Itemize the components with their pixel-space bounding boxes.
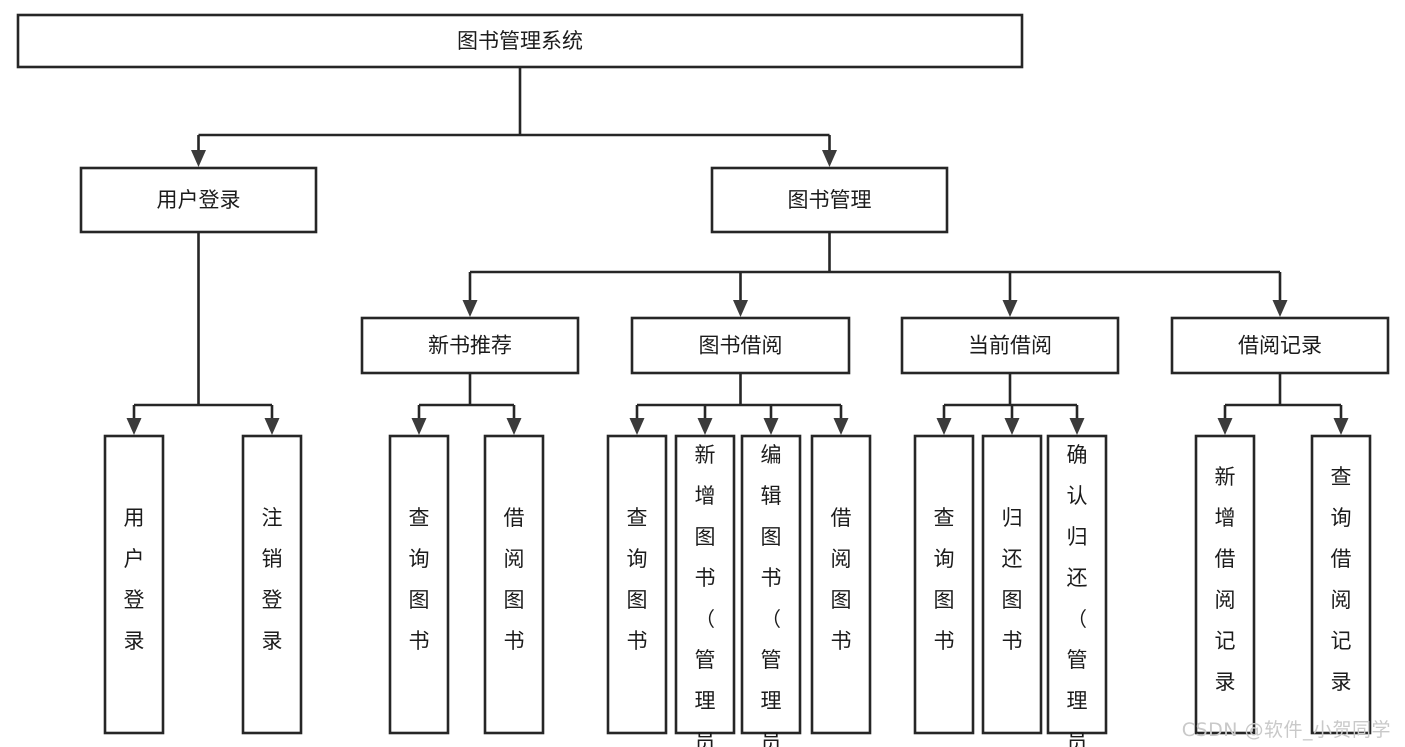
connectors-layer: [126, 67, 1349, 435]
node-level3-0[interactable]: 新书推荐: [360, 316, 580, 375]
arrow-head-icon: [1333, 418, 1349, 435]
node-leaf-4[interactable]: 查询图书: [606, 434, 668, 735]
node-level2-1[interactable]: 图书管理: [710, 166, 949, 234]
arrow-head-icon: [264, 418, 280, 435]
arrow-head-icon: [191, 150, 206, 167]
node-label: 注销登录: [262, 506, 283, 653]
node-label: 借阅图书: [504, 506, 525, 653]
arrow-head-icon: [506, 418, 522, 435]
node-leaf-5[interactable]: 新增图书（管理员）: [674, 434, 736, 747]
arrow-head-icon: [833, 418, 849, 435]
node-label: 借阅记录: [1238, 334, 1322, 358]
node-label: 查询图书: [409, 506, 430, 653]
node-label: 借阅图书: [831, 506, 852, 653]
node-label: 用户登录: [157, 188, 241, 212]
node-label: 图书管理: [788, 188, 872, 212]
arrow-head-icon: [1069, 418, 1085, 435]
arrow-head-icon: [411, 418, 427, 435]
node-leaf-2[interactable]: 查询图书: [388, 434, 450, 735]
node-level3-1[interactable]: 图书借阅: [630, 316, 851, 375]
node-root-system[interactable]: 图书管理系统: [16, 13, 1024, 69]
arrow-head-icon: [936, 418, 952, 435]
boxes-layer: 图书管理系统用户登录图书管理新书推荐图书借阅当前借阅借阅记录用户登录注销登录查询…: [16, 13, 1390, 747]
node-leaf-6[interactable]: 编辑图书（管理员）: [740, 434, 802, 747]
node-label: 查询图书: [627, 506, 648, 653]
node-label: 新书推荐: [428, 334, 512, 358]
arrow-head-icon: [1002, 300, 1018, 317]
node-label: 新增借阅记录: [1215, 465, 1236, 694]
node-label: 编辑图书（管理员）: [761, 443, 782, 747]
node-label: 用户登录: [124, 506, 145, 653]
node-leaf-9[interactable]: 归还图书: [981, 434, 1043, 735]
node-leaf-7[interactable]: 借阅图书: [810, 434, 872, 735]
node-leaf-8[interactable]: 查询图书: [913, 434, 975, 735]
arrow-head-icon: [733, 300, 748, 317]
arrow-head-icon: [462, 300, 478, 317]
arrow-head-icon: [1217, 418, 1233, 435]
node-level2-0[interactable]: 用户登录: [79, 166, 318, 234]
node-leaf-3[interactable]: 借阅图书: [483, 434, 545, 735]
arrow-head-icon: [697, 418, 713, 435]
arrow-head-icon: [763, 418, 779, 435]
arrow-head-icon: [1004, 418, 1020, 435]
node-label: 查询借阅记录: [1331, 465, 1352, 694]
node-label: 新增图书（管理员）: [695, 443, 716, 747]
node-leaf-1[interactable]: 注销登录: [241, 434, 303, 735]
node-label: 确认归还（管理员）: [1067, 443, 1088, 747]
node-leaf-10[interactable]: 确认归还（管理员）: [1046, 434, 1108, 747]
arrow-head-icon: [822, 150, 837, 167]
node-label: 当前借阅: [968, 334, 1052, 358]
node-level3-2[interactable]: 当前借阅: [900, 316, 1120, 375]
node-leaf-12[interactable]: 查询借阅记录: [1310, 434, 1372, 735]
node-label: 查询图书: [934, 506, 955, 653]
node-label: 归还图书: [1002, 506, 1023, 653]
arrow-head-icon: [629, 418, 645, 435]
node-leaf-11[interactable]: 新增借阅记录: [1194, 434, 1256, 735]
arrow-head-icon: [1272, 300, 1288, 317]
node-leaf-0[interactable]: 用户登录: [103, 434, 165, 735]
node-level3-3[interactable]: 借阅记录: [1170, 316, 1390, 375]
node-label: 图书借阅: [699, 334, 783, 358]
node-label: 图书管理系统: [457, 29, 583, 53]
arrow-head-icon: [126, 418, 142, 435]
